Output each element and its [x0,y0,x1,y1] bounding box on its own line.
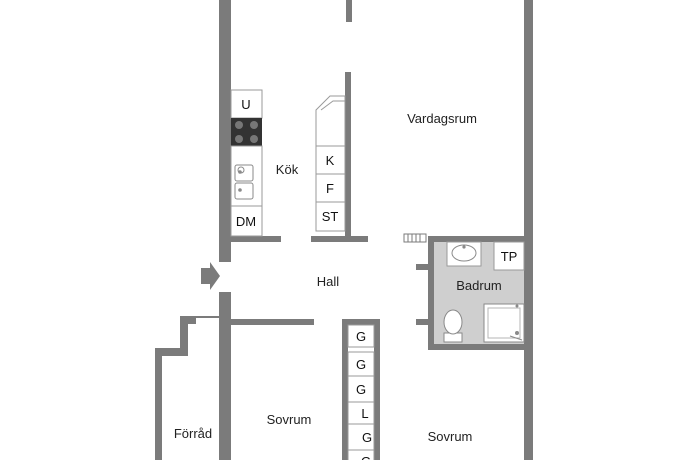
room-label-sovrum-right: Sovrum [428,429,473,444]
wall-left-lower [219,292,231,460]
dishwasher-label: DM [236,214,256,229]
fridge-label: U [241,97,250,112]
wardrobe-g5-label: G [361,454,371,460]
wall-bath-top [428,236,524,242]
wall-wardrobe-left [342,319,348,460]
room-label-forrad: Förråd [174,426,212,441]
counter-corner [315,95,346,147]
wall-left-upper [219,0,231,262]
cabinet-st [315,201,346,232]
wall-kitchen-bottom-right [311,236,368,242]
toilet-icon [443,309,463,343]
tp-cabinet [493,241,525,271]
wall-bath-left [428,236,434,350]
wardrobe-g4-label: G [362,430,372,445]
wall-stub-top [346,0,352,22]
wall-storage-door [196,316,219,318]
sink-icon [230,145,263,207]
wardrobe-g1 [347,324,375,348]
room-label-vardagsrum: Vardagsrum [407,111,477,126]
stove-icon [231,118,262,146]
wall-kitchen-bottom-left [231,236,281,242]
wall-bath-stub-1 [416,264,428,270]
walls [155,0,533,460]
shower-icon [483,303,525,343]
wall-bath-bottom [428,344,524,350]
wardrobe-column: G G G L G G [347,324,375,460]
wall-right [524,0,533,460]
wardrobe-g3 [347,375,375,403]
radiator-icon [403,233,427,243]
entrance-arrow-icon [201,262,220,290]
kitchen-counter-island: K F ST [315,95,346,232]
dishwasher-cabinet [230,205,263,237]
tp-label: TP [501,249,518,264]
wardrobe-g2 [347,351,375,377]
cabinet-k [315,145,346,175]
room-label-hall: Hall [317,274,340,289]
wall-wardrobe-top [342,319,380,325]
wall-kitchen-divider [345,72,351,240]
wall-storage [155,316,196,460]
room-label-badrum: Badrum [456,278,502,293]
wardrobe-g5 [347,449,375,460]
wall-bath-stub-2 [416,319,428,325]
room-label-sovrum-left: Sovrum [267,412,312,427]
wall-hall-bedroom [231,319,314,325]
room-label-kok: Kök [276,162,299,177]
wall-wardrobe-right [374,319,380,460]
wardrobe-g2-label: G [356,357,366,372]
wardrobe-g3-label: G [356,382,366,397]
bathroom-fixtures: TP [443,241,525,343]
cabinet-k-label: K [326,153,335,168]
cabinet-f [315,173,346,203]
kitchen-counter-left: U DM [230,89,263,237]
wardrobe-g1-label: G [356,329,366,344]
wardrobe-l-label: L [361,406,368,421]
washbasin-icon [446,241,482,267]
cabinet-st-label: ST [322,209,339,224]
cabinet-f-label: F [326,181,334,196]
